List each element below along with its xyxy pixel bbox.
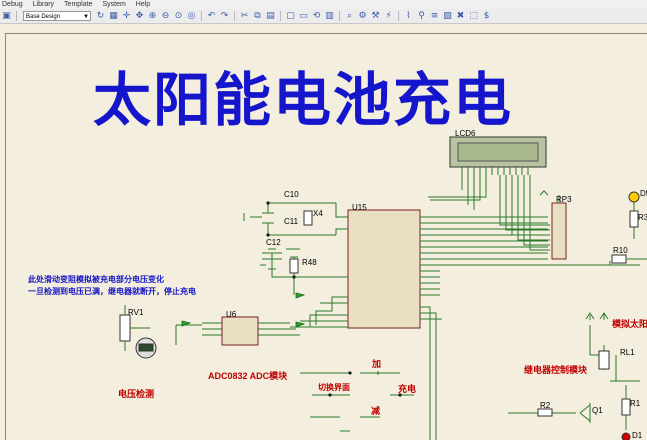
menu-bar: Debug Library Template System Help <box>0 0 647 9</box>
solar-label: 模拟太阳 <box>612 319 647 329</box>
menu-debug[interactable]: Debug <box>2 1 23 8</box>
cut-icon[interactable]: ✂ <box>240 11 249 21</box>
note-line-1: 此处滑动变阻模拟被充电部分电压变化 <box>28 275 164 284</box>
pan-icon[interactable]: ✥ <box>135 11 144 21</box>
menu-template[interactable]: Template <box>64 1 93 8</box>
schematic-canvas[interactable]: 太阳能电池充电 <box>0 25 647 440</box>
property-tool-icon[interactable]: ≡ <box>430 11 439 21</box>
pick-device-icon[interactable]: ⌕ <box>346 11 353 21</box>
zoom-in-icon[interactable]: ⊕ <box>148 11 157 21</box>
search-tag-icon[interactable]: ⚲ <box>418 11 425 21</box>
zoom-all-icon[interactable]: ⊙ <box>174 11 183 21</box>
adc-module-label: ADC0832 ADC模块 <box>208 371 288 381</box>
c11-label: C11 <box>284 217 299 226</box>
wire-autorouter-icon[interactable]: ⌇ <box>406 11 411 21</box>
open-icon[interactable]: ▣ <box>2 11 11 21</box>
x4-label: X4 <box>313 209 323 218</box>
r2-label: R2 <box>540 401 551 410</box>
lcd-label: LCD6 <box>455 129 476 138</box>
u15-label: U15 <box>352 203 367 212</box>
menu-library[interactable]: Library <box>32 1 55 8</box>
schematic-wires <box>119 136 647 440</box>
zoom-area-icon[interactable]: ◎ <box>187 11 196 21</box>
bill-of-materials-icon[interactable]: $ <box>483 11 490 21</box>
design-combo[interactable]: Base Design ▼ <box>23 11 91 21</box>
toolbar-separator <box>280 11 281 21</box>
note-line-2: 一旦检测到电压已满，继电器就断开，停止充电 <box>28 287 196 296</box>
toolbar-separator <box>201 11 202 21</box>
toolbar-separator <box>234 11 235 21</box>
c10-label: C10 <box>284 190 299 199</box>
schematic-title: 太阳能电池充电 <box>93 66 514 134</box>
block-delete-icon[interactable]: ▥ <box>325 11 334 21</box>
rv1-label: RV1 <box>128 308 144 317</box>
package-tool-icon[interactable]: ⚒ <box>371 11 380 21</box>
new-sheet-icon[interactable]: ▧ <box>443 11 452 21</box>
zoom-out-icon[interactable]: ⊖ <box>161 11 170 21</box>
netlist-icon[interactable]: ⬚ <box>469 11 478 21</box>
r3-label: R3 <box>638 213 647 222</box>
design-combo-value: Base Design <box>26 14 61 20</box>
origin-icon[interactable]: ✛ <box>122 11 131 21</box>
block-copy-icon[interactable]: ▢ <box>286 11 295 21</box>
add-button-label: 加 <box>372 359 382 369</box>
remove-sheet-icon[interactable]: ✖ <box>456 11 465 21</box>
block-rotate-icon[interactable]: ⟲ <box>312 11 321 21</box>
subtract-button-label: 减 <box>371 406 381 416</box>
redo-icon[interactable]: ↷ <box>220 11 229 21</box>
chevron-down-icon: ▼ <box>83 14 89 20</box>
q1-label: Q1 <box>592 406 603 415</box>
decompose-icon[interactable]: ⚡ <box>385 11 392 21</box>
make-device-icon[interactable]: ⚙ <box>358 11 367 21</box>
undo-icon[interactable]: ↶ <box>207 11 216 21</box>
refresh-icon[interactable]: ↻ <box>96 11 105 21</box>
sheet-border <box>5 33 647 440</box>
rp3-label: RP3 <box>556 195 572 204</box>
d1-label: D1 <box>632 431 643 440</box>
r48-label: R48 <box>302 258 317 267</box>
switch-view-label: 切换界面 <box>318 383 350 392</box>
r10-label: R10 <box>613 246 628 255</box>
d5-label: D5 <box>640 189 647 198</box>
grid-icon[interactable]: ▦ <box>109 11 118 21</box>
relay-module-label: 继电器控制模块 <box>524 365 588 375</box>
charge-button-label: 充电 <box>398 384 417 394</box>
toolbar-separator <box>398 11 399 21</box>
menu-help[interactable]: Help <box>135 1 151 8</box>
paste-icon[interactable]: ▤ <box>266 11 275 21</box>
toolbar-separator <box>339 11 340 21</box>
menu-system[interactable]: System <box>102 1 126 8</box>
block-move-icon[interactable]: ▭ <box>299 11 308 21</box>
r1-label: R1 <box>630 399 641 408</box>
toolbar-separator <box>16 11 17 21</box>
toolbar: ▣ Base Design ▼ ↻ ▦ ✛ ✥ ⊕ ⊖ ⊙ ◎ ↶ ↷ ✂ ⧉ ▤… <box>0 9 647 24</box>
rl1-label: RL1 <box>620 348 635 357</box>
u6-label: U6 <box>226 310 237 319</box>
copy-icon[interactable]: ⧉ <box>254 11 261 21</box>
c12-label: C12 <box>266 238 281 247</box>
voltage-detect-label: 电压检测 <box>118 389 155 399</box>
